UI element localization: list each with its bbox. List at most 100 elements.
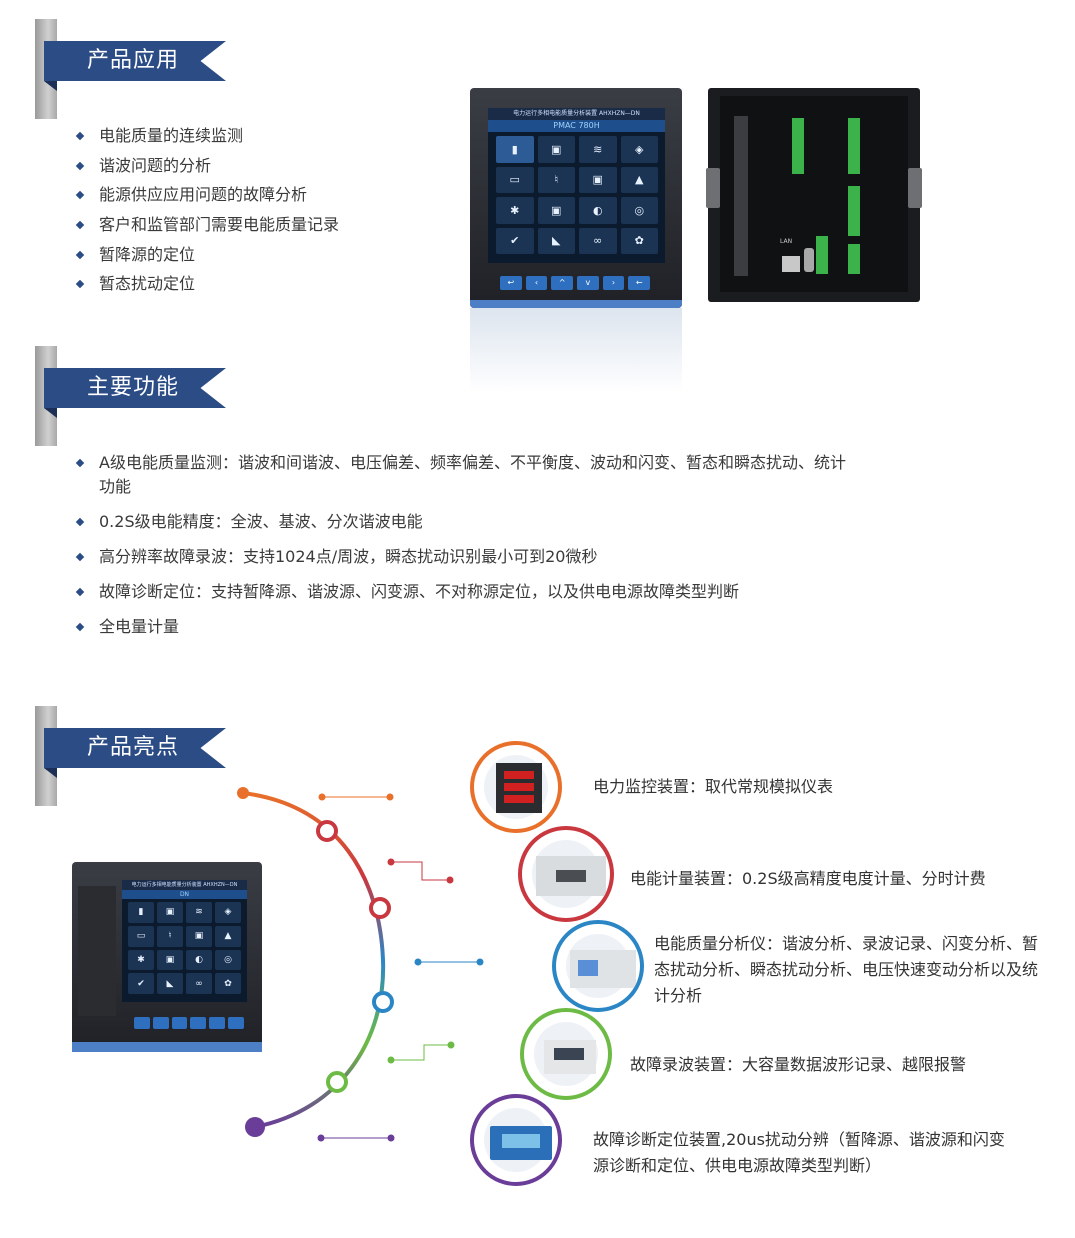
recorder-device — [544, 1040, 596, 1074]
arc-node — [369, 897, 391, 919]
menu-tile-icon: ∞ — [186, 973, 212, 994]
product-image-recorder — [520, 1008, 612, 1100]
meter-front-image: 电力运行多相电能质量分析装置 AHXHZN—DN PMAC 780H ▮▣≋◈▭… — [470, 88, 682, 308]
menu-tile-icon: ▣ — [537, 197, 575, 224]
arc-line — [242, 791, 386, 1129]
bullet-icon — [75, 131, 85, 141]
green-terminal — [816, 236, 828, 274]
arc-node — [372, 991, 394, 1013]
list-item: 故障诊断定位：支持暂降源、谐波源、闪变源、不对称源定位，以及供电电源故障类型判断 — [75, 580, 849, 604]
list-item: 谐波问题的分析 — [75, 151, 339, 181]
menu-tile-icon: ✔ — [128, 973, 154, 994]
menu-tile-icon: ▣ — [157, 902, 183, 923]
product-image-locator — [470, 1094, 562, 1186]
menu-tile-icon: ◐ — [579, 197, 617, 224]
green-terminal — [848, 244, 860, 274]
application-list: 电能质量的连续监测 谐波问题的分析 能源供应应用问题的故障分析 客户和监管部门需… — [75, 121, 339, 299]
terminal-block — [734, 116, 748, 276]
product-image-analyzer — [552, 920, 644, 1012]
highlight-text-meter: 电能计量装置：0.2S级高精度电度计量、分时计费 — [630, 869, 986, 888]
arc-start-dot — [237, 787, 249, 799]
mounting-clip — [908, 168, 922, 208]
menu-tile-icon: ◎ — [215, 949, 241, 971]
connector-dot — [446, 876, 454, 884]
key-icon — [209, 1017, 226, 1029]
header-ribbon — [44, 728, 226, 768]
lan-label: LAN — [780, 238, 793, 245]
meter-icon-grid: ▮▣≋◈▭♮▣▲✱▣◐◎✔◣∞✿ — [496, 136, 658, 254]
enter-key-icon: ← — [628, 276, 651, 290]
key-icon — [171, 1017, 188, 1029]
menu-tile-icon: ✱ — [496, 197, 534, 224]
list-item: 高分辨率故障录波：支持1024点/周波，瞬态扰动识别最小可到20微秒 — [75, 545, 849, 569]
menu-tile-icon: ◈ — [620, 136, 658, 163]
right-key-icon: › — [602, 276, 625, 290]
meter-screen-header: 电力运行多相电能质量分析装置 AHXHZN—DN — [122, 880, 247, 890]
back-panel: LAN — [720, 96, 908, 292]
bullet-icon — [75, 622, 85, 632]
menu-tile-icon: ▲ — [620, 166, 658, 193]
meter-screen: 电力运行多相电能质量分析装置 AHXHZN—DN PMAC 780H ▮▣≋◈▭… — [488, 108, 665, 263]
connector-dot — [317, 1134, 325, 1142]
menu-tile-icon: ◣ — [537, 227, 575, 254]
key-icon — [152, 1017, 169, 1029]
functions-list: A级电能质量监测：谐波和间谐波、电压偏差、频率偏差、不平衡度、波动和闪变、暂态和… — [75, 451, 849, 650]
connector-line — [391, 1044, 451, 1061]
menu-tile-icon: ▭ — [128, 925, 154, 947]
bullet-icon — [75, 250, 85, 259]
section-header-functions: 主要功能 — [35, 346, 235, 446]
green-terminal — [848, 118, 860, 174]
left-key-icon: ‹ — [525, 276, 548, 290]
menu-tile-icon: ∞ — [579, 227, 617, 254]
bullet-icon — [75, 220, 85, 230]
menu-tile-icon: ◣ — [157, 973, 183, 994]
header-fold — [44, 81, 57, 91]
connector-dot — [318, 793, 326, 801]
up-key-icon: ^ — [551, 276, 574, 290]
connector-dot — [386, 793, 394, 801]
list-item: 能源供应应用问题的故障分析 — [75, 180, 339, 210]
header-ribbon — [44, 368, 226, 408]
section-title: 产品应用 — [87, 48, 180, 73]
list-item: 全电量计量 — [75, 615, 849, 639]
menu-tile-icon: ♮ — [537, 166, 575, 193]
green-terminal — [792, 118, 804, 174]
menu-tile-icon: ♮ — [157, 925, 183, 947]
meter-buttons — [134, 1017, 244, 1029]
section-header-application: 产品应用 — [35, 19, 235, 119]
bullet-icon — [75, 517, 85, 527]
menu-tile-icon: ≋ — [579, 136, 617, 163]
meter-side — [78, 886, 116, 1016]
bullet-icon — [75, 280, 85, 289]
key-icon — [134, 1017, 150, 1029]
menu-tile-icon: ◐ — [186, 949, 212, 971]
meter-icon-grid: ▮▣≋◈▭♮▣▲✱▣◐◎✔◣∞✿ — [128, 902, 241, 994]
list-item: 暂降源的定位 — [75, 240, 339, 270]
down-key-icon: v — [577, 276, 599, 290]
menu-tile-icon: ▲ — [215, 925, 241, 947]
highlight-text-analyzer: 电能质量分析仪：谐波分析、录波记录、闪变分析、暂态扰动分析、瞬态扰动分析、电压快… — [654, 934, 1039, 1005]
meter-screen-header: 电力运行多相电能质量分析装置 AHXHZN—DN — [488, 108, 665, 120]
list-item: 暂态扰动定位 — [75, 269, 339, 299]
menu-tile-icon: ▮ — [128, 902, 154, 923]
menu-tile-icon: ▣ — [537, 136, 575, 163]
connector-dot — [476, 958, 484, 966]
back-key-icon: ↩ — [500, 276, 522, 290]
monitor-device — [496, 763, 542, 813]
bullet-icon — [75, 161, 85, 170]
analyzer-device — [570, 950, 636, 988]
bullet-icon — [75, 552, 85, 562]
energy-meter-device — [536, 856, 606, 896]
menu-tile-icon: ◈ — [215, 902, 241, 923]
section-title: 产品亮点 — [87, 735, 180, 760]
menu-tile-icon: ▭ — [496, 166, 534, 193]
meter-back-image: LAN — [706, 88, 922, 302]
lan-port-icon — [782, 256, 800, 272]
key-icon — [190, 1017, 207, 1029]
menu-tile-icon: ✱ — [128, 949, 154, 971]
menu-tile-icon: ▮ — [496, 136, 534, 163]
list-item: 电能质量的连续监测 — [75, 121, 339, 151]
arc-node — [316, 820, 338, 842]
connector-dot — [387, 858, 395, 866]
key-icon — [228, 1017, 244, 1029]
